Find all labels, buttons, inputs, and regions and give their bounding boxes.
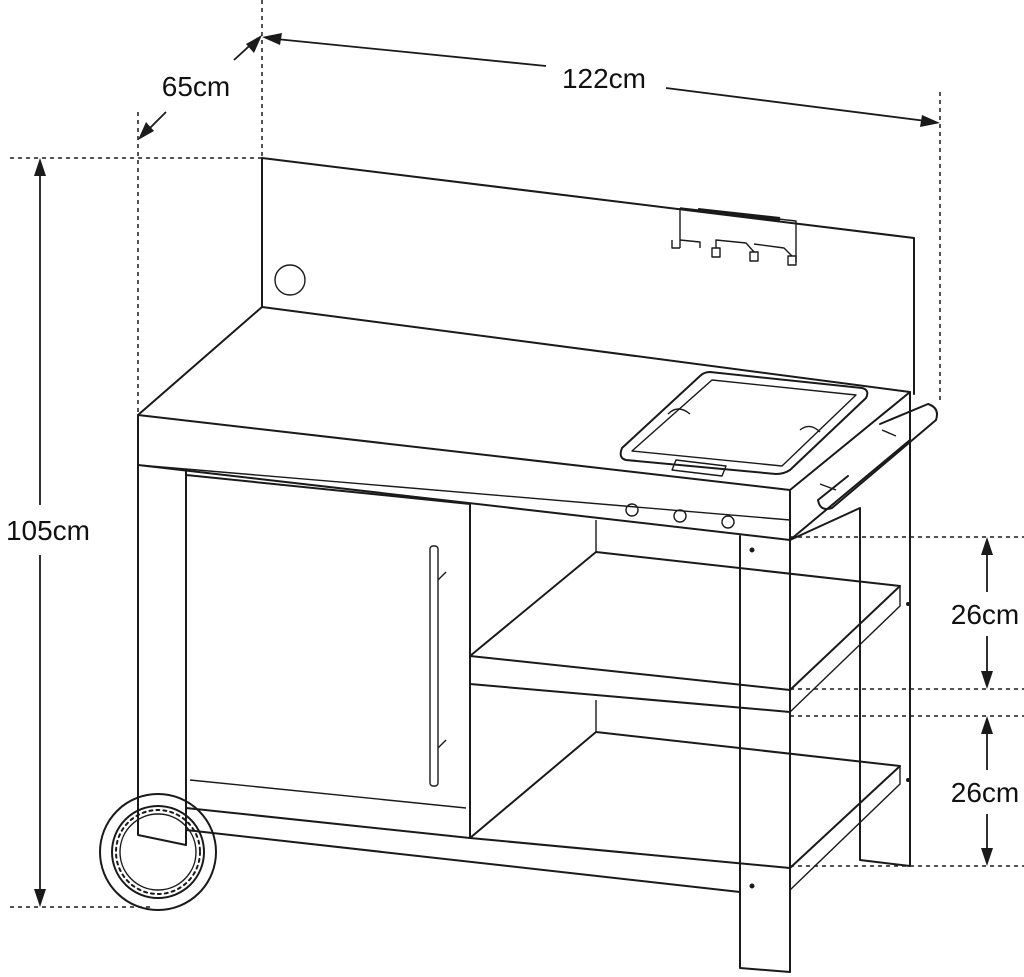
countertop [137,306,911,541]
height-label: 105cm [6,515,90,546]
wheel [99,793,217,911]
width-label: 122cm [562,63,646,94]
depth-label: 65cm [162,71,230,102]
upper-shelf-gap-label: 26cm [951,599,1019,630]
knob-icon [721,515,735,529]
cabinet [137,464,741,893]
hole-icon [274,264,306,296]
dimension-lines [34,33,993,907]
back-panel [261,157,915,395]
dimension-labels: 65cm 122cm 105cm 26cm 26cm [0,54,1024,812]
lower-shelf-gap-label: 26cm [951,777,1019,808]
door-handle [429,545,447,787]
side-burner [619,371,869,477]
control-knobs [625,503,735,529]
knob-icon [625,503,639,517]
side-handle [817,403,938,510]
open-shelving [469,439,911,973]
utensil-hooks [671,207,797,266]
knob-icon [673,509,687,523]
dimension-guides [10,0,1024,908]
